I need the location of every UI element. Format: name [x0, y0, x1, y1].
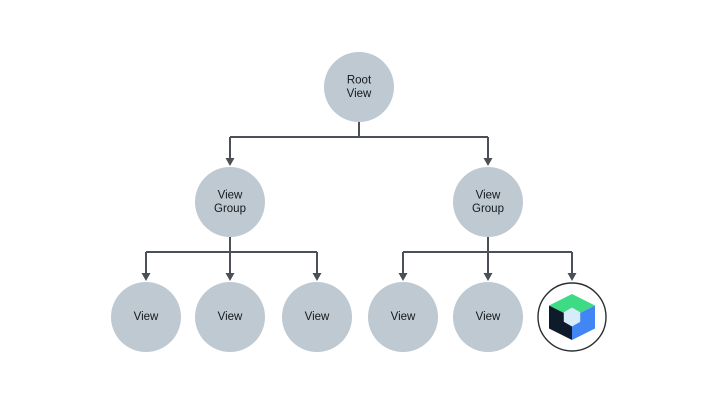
edge-group-root [225, 122, 493, 166]
node-label: View [218, 311, 243, 323]
arrow-head-icon [225, 158, 235, 166]
arrow-head-icon [483, 273, 493, 281]
node-v1[interactable]: View [111, 282, 181, 352]
node-label: View [476, 311, 501, 323]
node-v3[interactable]: View [282, 282, 352, 352]
node-v4[interactable]: View [368, 282, 438, 352]
node-label: View [134, 311, 159, 323]
arrow-head-icon [483, 158, 493, 166]
node-circle [195, 167, 265, 237]
cube-center-hexagon [563, 307, 581, 327]
arrow-head-icon [141, 273, 151, 281]
node-compose[interactable] [537, 282, 607, 352]
arrow-head-icon [312, 273, 322, 281]
node-v2[interactable]: View [195, 282, 265, 352]
node-circle [195, 282, 265, 352]
node-label: View [391, 311, 416, 323]
node-label: View [305, 311, 330, 323]
node-circle [368, 282, 438, 352]
jetpack-compose-logo-icon [549, 294, 595, 340]
node-v5[interactable]: View [453, 282, 523, 352]
arrow-head-icon [225, 273, 235, 281]
node-circle [324, 52, 394, 122]
edge-group-vg1 [141, 237, 322, 281]
edge-group-vg2 [398, 237, 577, 281]
edges-layer [141, 122, 577, 281]
node-circle [453, 167, 523, 237]
node-circle [453, 282, 523, 352]
node-circle [282, 282, 352, 352]
node-circle [111, 282, 181, 352]
arrow-head-icon [398, 273, 408, 281]
arrow-head-icon [567, 273, 577, 281]
